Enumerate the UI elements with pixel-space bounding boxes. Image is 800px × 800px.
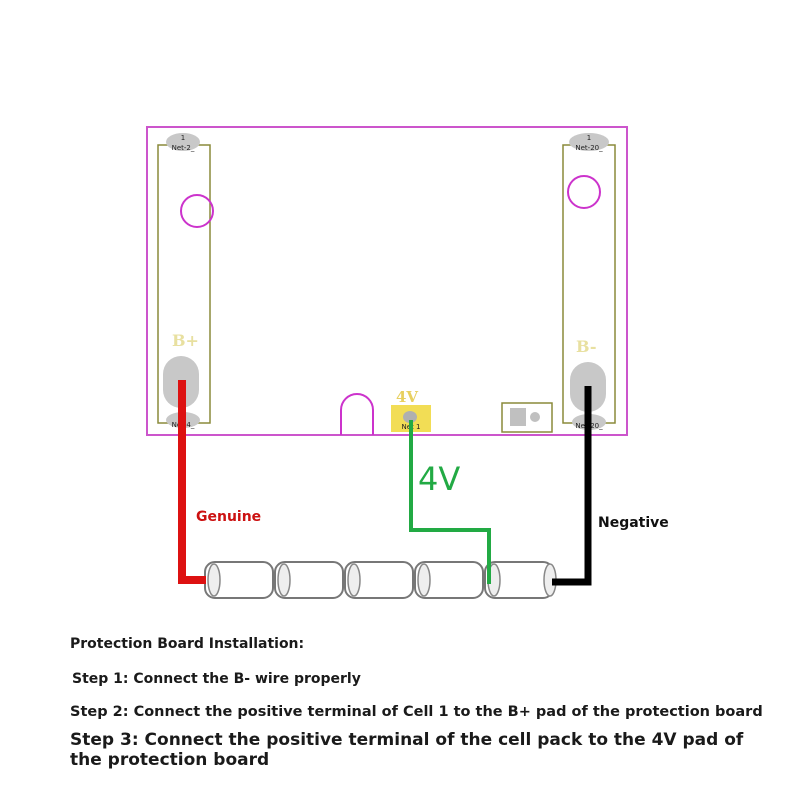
board-cutout (340, 393, 374, 435)
step-3: Step 3: Connect the positive terminal of… (70, 730, 744, 770)
b-plus-label: B+ (172, 331, 199, 350)
left-mounting-hole (180, 194, 214, 228)
cell-3-cap (347, 563, 361, 597)
negative-wire-label: Negative (598, 515, 669, 531)
4v-wire-label: 4V (418, 460, 460, 498)
cell-2-cap (277, 563, 291, 597)
small-component (501, 402, 553, 433)
right-top-pad (569, 133, 609, 151)
negative-wire (552, 386, 592, 586)
positive-wire (178, 380, 206, 584)
component-hole (530, 412, 540, 422)
4v-wire (409, 420, 491, 584)
instructions-heading: Protection Board Installation: (70, 636, 305, 652)
cell-4-cap (417, 563, 431, 597)
b-minus-label: B- (576, 337, 596, 356)
4v-pad-label: 4V (396, 388, 418, 406)
protection-board-outline (146, 126, 628, 436)
cell-pack (204, 561, 557, 599)
left-pad-net: Net-2_ (172, 144, 195, 152)
cell-3 (344, 561, 414, 599)
right-mounting-hole (567, 175, 601, 209)
cell-1-cap (207, 563, 221, 597)
right-pad-number: 1 (587, 134, 591, 142)
left-pad-number: 1 (181, 134, 185, 142)
4v-pad-hole (403, 411, 417, 423)
step-1: Step 1: Connect the B- wire properly (72, 671, 361, 687)
cell-2 (274, 561, 344, 599)
cell-4 (414, 561, 484, 599)
left-top-pad (166, 133, 200, 151)
positive-wire-label: Genuine (196, 509, 261, 525)
step-2: Step 2: Connect the positive terminal of… (70, 704, 763, 720)
component-pad (510, 408, 526, 426)
right-pad-net: Net-20_ (575, 144, 603, 152)
